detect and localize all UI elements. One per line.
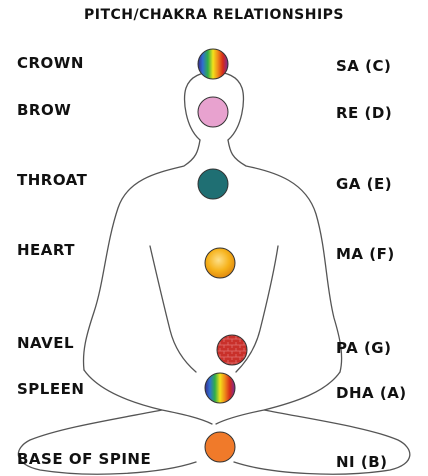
- chakra-crown-circle: [198, 49, 228, 79]
- chakra-brow-circle: [198, 97, 228, 127]
- pitch-label-brow: RE (D): [336, 104, 392, 122]
- chakra-name-navel: NAVEL: [17, 334, 74, 352]
- torso-left-outline: [150, 246, 196, 372]
- chakra-name-crown: CROWN: [17, 54, 84, 72]
- pitch-label-spleen: DHA (A): [336, 384, 407, 402]
- pitch-label-crown: SA (C): [336, 57, 391, 75]
- chakra-name-brow: BROW: [17, 101, 71, 119]
- right-arm-outline: [228, 140, 342, 372]
- right-hand-outline: [216, 372, 340, 424]
- chakra-name-throat: THROAT: [17, 171, 87, 189]
- pitch-label-throat: GA (E): [336, 175, 392, 193]
- pitch-label-base-of-spine: NI (B): [336, 453, 388, 471]
- chakra-name-spleen: SPLEEN: [17, 380, 84, 398]
- chakra-name-base-of-spine: BASE OF SPINE: [17, 450, 151, 468]
- chakra-throat-circle: [198, 169, 228, 199]
- chakra-heart-circle: [205, 248, 235, 278]
- chakra-name-heart: HEART: [17, 241, 75, 259]
- left-arm-outline: [83, 140, 200, 370]
- pitch-label-navel: PA (G): [336, 339, 391, 357]
- pitch-label-heart: MA (F): [336, 245, 395, 263]
- chakra-base-circle: [205, 432, 235, 462]
- chakra-navel-circle: [217, 335, 247, 365]
- chakra-spleen-circle: [205, 373, 235, 403]
- left-hand-outline: [84, 370, 212, 424]
